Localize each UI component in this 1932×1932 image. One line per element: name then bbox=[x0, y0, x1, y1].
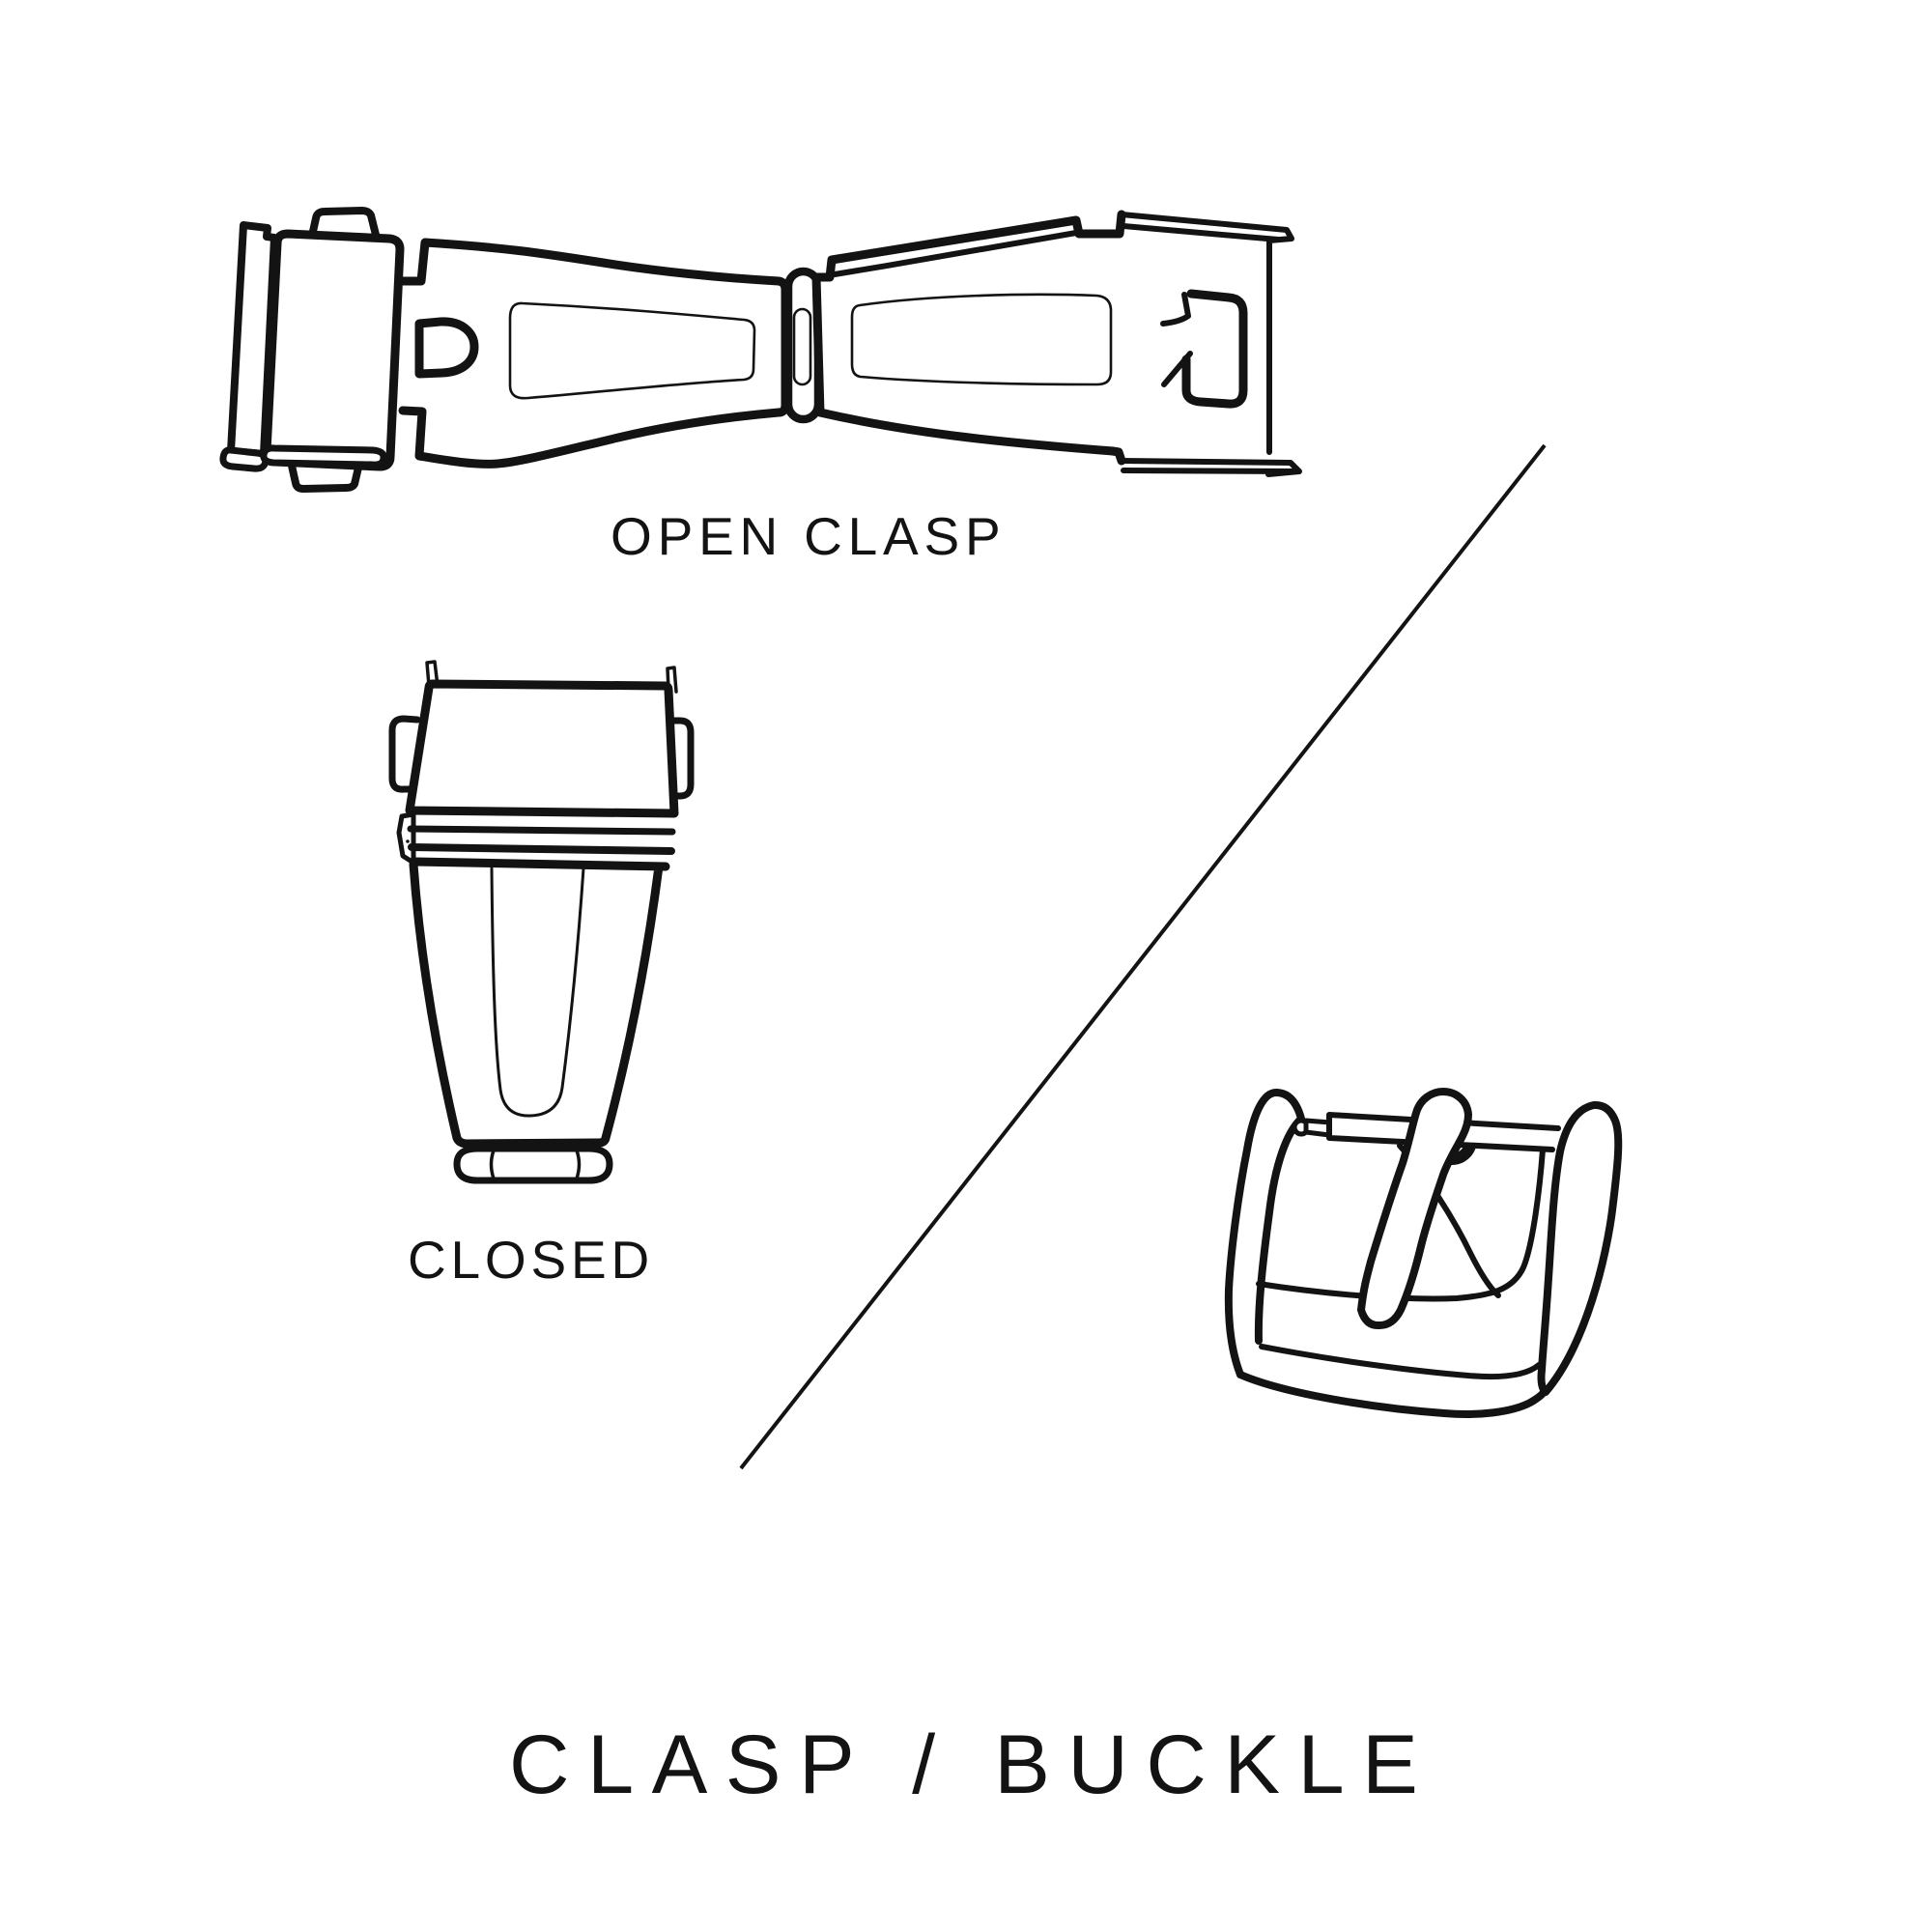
svg-text:CLOSED: CLOSED bbox=[408, 1230, 654, 1290]
svg-text:OPEN CLASP: OPEN CLASP bbox=[611, 506, 1007, 566]
svg-text:CLASP / BUCKLE: CLASP / BUCKLE bbox=[509, 1719, 1435, 1811]
